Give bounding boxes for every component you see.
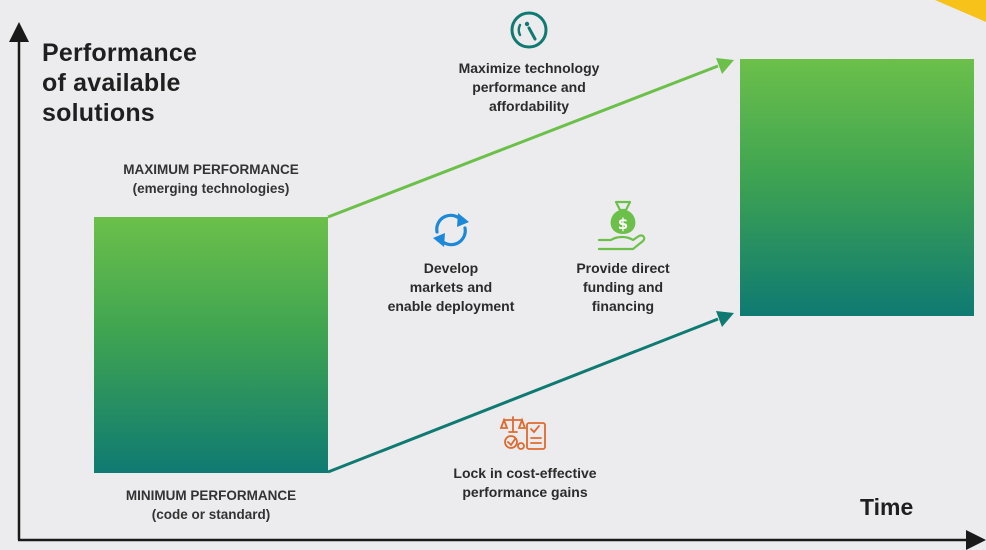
label-line: (code or standard): [151, 507, 271, 522]
future-performance-range-bar: [740, 59, 974, 316]
develop-markets-label: Develop markets and enable deployment: [366, 259, 536, 316]
y-axis-title-line: of available: [42, 69, 181, 97]
corner-accent: [935, 0, 986, 22]
label-line: enable deployment: [387, 298, 515, 314]
label-line: affordability: [488, 98, 570, 114]
y-axis-arrowhead: [9, 22, 29, 42]
label-line: MAXIMUM PERFORMANCE: [123, 162, 299, 177]
gauge-icon: [510, 11, 548, 49]
refresh-cycle-icon: [433, 213, 469, 247]
min-performance-arrowhead: [716, 311, 734, 327]
lock-in-gains-label: Lock in cost-effective performance gains: [420, 464, 630, 502]
label-line: funding and: [582, 279, 664, 295]
maximize-strategy-label: Maximize technology performance and affo…: [424, 59, 634, 116]
label-line: (emerging technologies): [132, 181, 290, 196]
direct-funding-label: Provide direct funding and financing: [548, 259, 698, 316]
max-performance-label: MAXIMUM PERFORMANCE (emerging technologi…: [96, 160, 326, 198]
y-axis-title-line: solutions: [42, 99, 155, 127]
money-bag-hand-icon: $: [597, 200, 646, 251]
label-line: markets and: [409, 279, 493, 295]
label-line: performance and: [472, 79, 586, 95]
y-axis-title-line: Performance: [42, 39, 198, 67]
label-line: MINIMUM PERFORMANCE: [125, 488, 297, 503]
label-line: Maximize technology: [458, 60, 600, 76]
svg-text:$: $: [618, 215, 628, 233]
current-performance-range-bar: [94, 217, 328, 473]
x-axis-title: Time: [860, 494, 914, 520]
label-line: financing: [591, 298, 655, 314]
min-performance-arrow: [327, 317, 719, 474]
min-performance-label: MINIMUM PERFORMANCE (code or standard): [96, 486, 326, 524]
max-performance-arrowhead: [716, 58, 734, 74]
scale-checklist-icon: [499, 416, 546, 450]
max-performance-arrow: [327, 64, 719, 219]
x-axis-arrowhead: [966, 530, 986, 550]
label-line: Provide direct: [576, 260, 670, 276]
label-line: Lock in cost-effective: [453, 465, 597, 481]
y-axis-title: Performance of available solutions: [42, 38, 197, 128]
label-line: performance gains: [462, 484, 588, 500]
label-line: Develop: [423, 260, 479, 276]
